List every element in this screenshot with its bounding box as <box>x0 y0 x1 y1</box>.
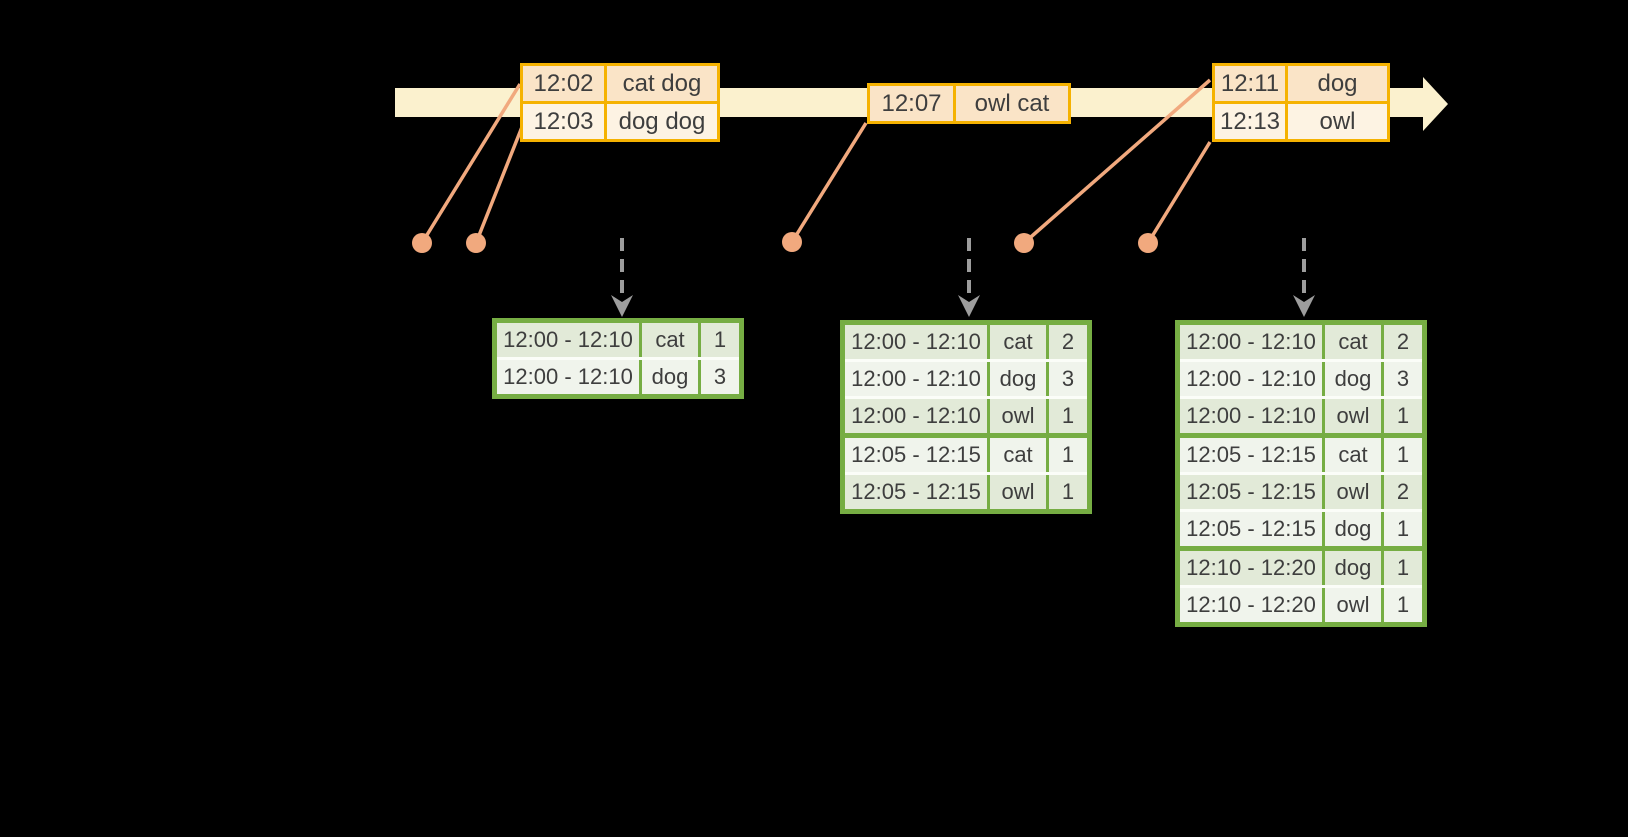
event-dot-icon <box>1138 233 1158 253</box>
word-cell: owl <box>1322 399 1381 433</box>
event-row: 12:03 dog dog <box>523 101 717 139</box>
result-row: 12:00 - 12:10 owl 1 <box>1180 396 1422 433</box>
result-row: 12:00 - 12:10 owl 1 <box>845 396 1087 433</box>
result-row: 12:05 - 12:15 owl 2 <box>1180 472 1422 509</box>
count-cell: 2 <box>1381 475 1422 509</box>
window-cell: 12:10 - 12:20 <box>1180 588 1322 622</box>
event-table-2: 12:07 owl cat <box>867 83 1071 124</box>
dashed-arrow-head-icon <box>1293 295 1315 317</box>
window-cell: 12:05 - 12:15 <box>845 438 987 472</box>
event-time: 12:11 <box>1215 66 1285 101</box>
word-cell: dog <box>987 362 1046 396</box>
result-row: 12:10 - 12:20 dog 1 <box>1180 546 1422 585</box>
count-cell: 2 <box>1381 325 1422 359</box>
event-time: 12:07 <box>870 86 953 121</box>
window-cell: 12:00 - 12:10 <box>845 325 987 359</box>
result-row: 12:00 - 12:10 cat 2 <box>845 325 1087 359</box>
count-cell: 2 <box>1046 325 1087 359</box>
word-cell: cat <box>1322 438 1381 472</box>
window-cell: 12:05 - 12:15 <box>845 475 987 509</box>
event-table-3: 12:11 dog 12:13 owl <box>1212 63 1390 142</box>
word-cell: dog <box>639 360 698 394</box>
window-cell: 12:00 - 12:10 <box>1180 325 1322 359</box>
event-words: dog dog <box>604 104 717 139</box>
window-cell: 12:00 - 12:10 <box>845 362 987 396</box>
event-time: 12:13 <box>1215 104 1285 139</box>
event-dot-icon <box>412 233 432 253</box>
word-cell: dog <box>1322 362 1381 396</box>
word-cell: dog <box>1322 512 1381 546</box>
count-cell: 1 <box>1381 588 1422 622</box>
count-cell: 1 <box>1046 399 1087 433</box>
result-row: 12:00 - 12:10 dog 3 <box>845 359 1087 396</box>
word-cell: cat <box>1322 325 1381 359</box>
dashed-arrow-head-icon <box>611 295 633 317</box>
word-cell: cat <box>987 438 1046 472</box>
word-cell: dog <box>1322 551 1381 585</box>
dashed-arrow-head-icon <box>958 295 980 317</box>
result-table-3: 12:00 - 12:10 cat 2 12:00 - 12:10 dog 3 … <box>1175 320 1427 627</box>
word-cell: cat <box>987 325 1046 359</box>
result-row: 12:05 - 12:15 cat 1 <box>845 433 1087 472</box>
count-cell: 3 <box>698 360 739 394</box>
count-cell: 3 <box>1381 362 1422 396</box>
result-row: 12:00 - 12:10 dog 3 <box>497 357 739 394</box>
event-dot-icon <box>782 232 802 252</box>
event-dots <box>412 232 1158 253</box>
count-cell: 1 <box>1046 475 1087 509</box>
result-row: 12:05 - 12:15 owl 1 <box>845 472 1087 509</box>
event-table-1: 12:02 cat dog 12:03 dog dog <box>520 63 720 142</box>
event-words: dog <box>1285 66 1387 101</box>
window-cell: 12:00 - 12:10 <box>1180 362 1322 396</box>
window-cell: 12:00 - 12:10 <box>845 399 987 433</box>
event-dot-icon <box>1014 233 1034 253</box>
connector-line-1213 <box>1146 141 1212 244</box>
connector-line-1202 <box>420 83 522 244</box>
result-row: 12:05 - 12:15 cat 1 <box>1180 433 1422 472</box>
window-cell: 12:05 - 12:15 <box>1180 475 1322 509</box>
count-cell: 1 <box>1381 512 1422 546</box>
window-cell: 12:00 - 12:10 <box>1180 399 1322 433</box>
word-cell: cat <box>639 323 698 357</box>
word-cell: owl <box>987 399 1046 433</box>
count-cell: 1 <box>1381 399 1422 433</box>
result-table-2: 12:00 - 12:10 cat 2 12:00 - 12:10 dog 3 … <box>840 320 1092 514</box>
event-time: 12:03 <box>523 104 604 139</box>
result-row: 12:10 - 12:20 owl 1 <box>1180 585 1422 622</box>
trigger-arrows <box>611 238 1315 317</box>
count-cell: 1 <box>698 323 739 357</box>
timeline-arrowhead-icon <box>1423 77 1448 131</box>
result-row: 12:00 - 12:10 cat 2 <box>1180 325 1422 359</box>
event-words: cat dog <box>604 66 717 101</box>
result-row: 12:00 - 12:10 cat 1 <box>497 323 739 357</box>
window-cell: 12:00 - 12:10 <box>497 323 639 357</box>
window-cell: 12:10 - 12:20 <box>1180 551 1322 585</box>
result-row: 12:05 - 12:15 dog 1 <box>1180 509 1422 546</box>
event-row: 12:07 owl cat <box>870 86 1068 121</box>
word-cell: owl <box>1322 475 1381 509</box>
count-cell: 3 <box>1046 362 1087 396</box>
count-cell: 1 <box>1381 438 1422 472</box>
word-cell: owl <box>987 475 1046 509</box>
window-cell: 12:00 - 12:10 <box>497 360 639 394</box>
window-cell: 12:05 - 12:15 <box>1180 438 1322 472</box>
word-cell: owl <box>1322 588 1381 622</box>
count-cell: 1 <box>1381 551 1422 585</box>
event-time: 12:02 <box>523 66 604 101</box>
event-row: 12:02 cat dog <box>523 66 717 101</box>
connector-line-1203 <box>474 126 524 244</box>
event-dot-icon <box>466 233 486 253</box>
result-table-1: 12:00 - 12:10 cat 1 12:00 - 12:10 dog 3 <box>492 318 744 399</box>
event-words: owl cat <box>953 86 1068 121</box>
window-cell: 12:05 - 12:15 <box>1180 512 1322 546</box>
event-row: 12:13 owl <box>1215 101 1387 139</box>
count-cell: 1 <box>1046 438 1087 472</box>
event-row: 12:11 dog <box>1215 66 1387 101</box>
result-row: 12:00 - 12:10 dog 3 <box>1180 359 1422 396</box>
event-words: owl <box>1285 104 1387 139</box>
connector-line-1207 <box>790 122 868 243</box>
